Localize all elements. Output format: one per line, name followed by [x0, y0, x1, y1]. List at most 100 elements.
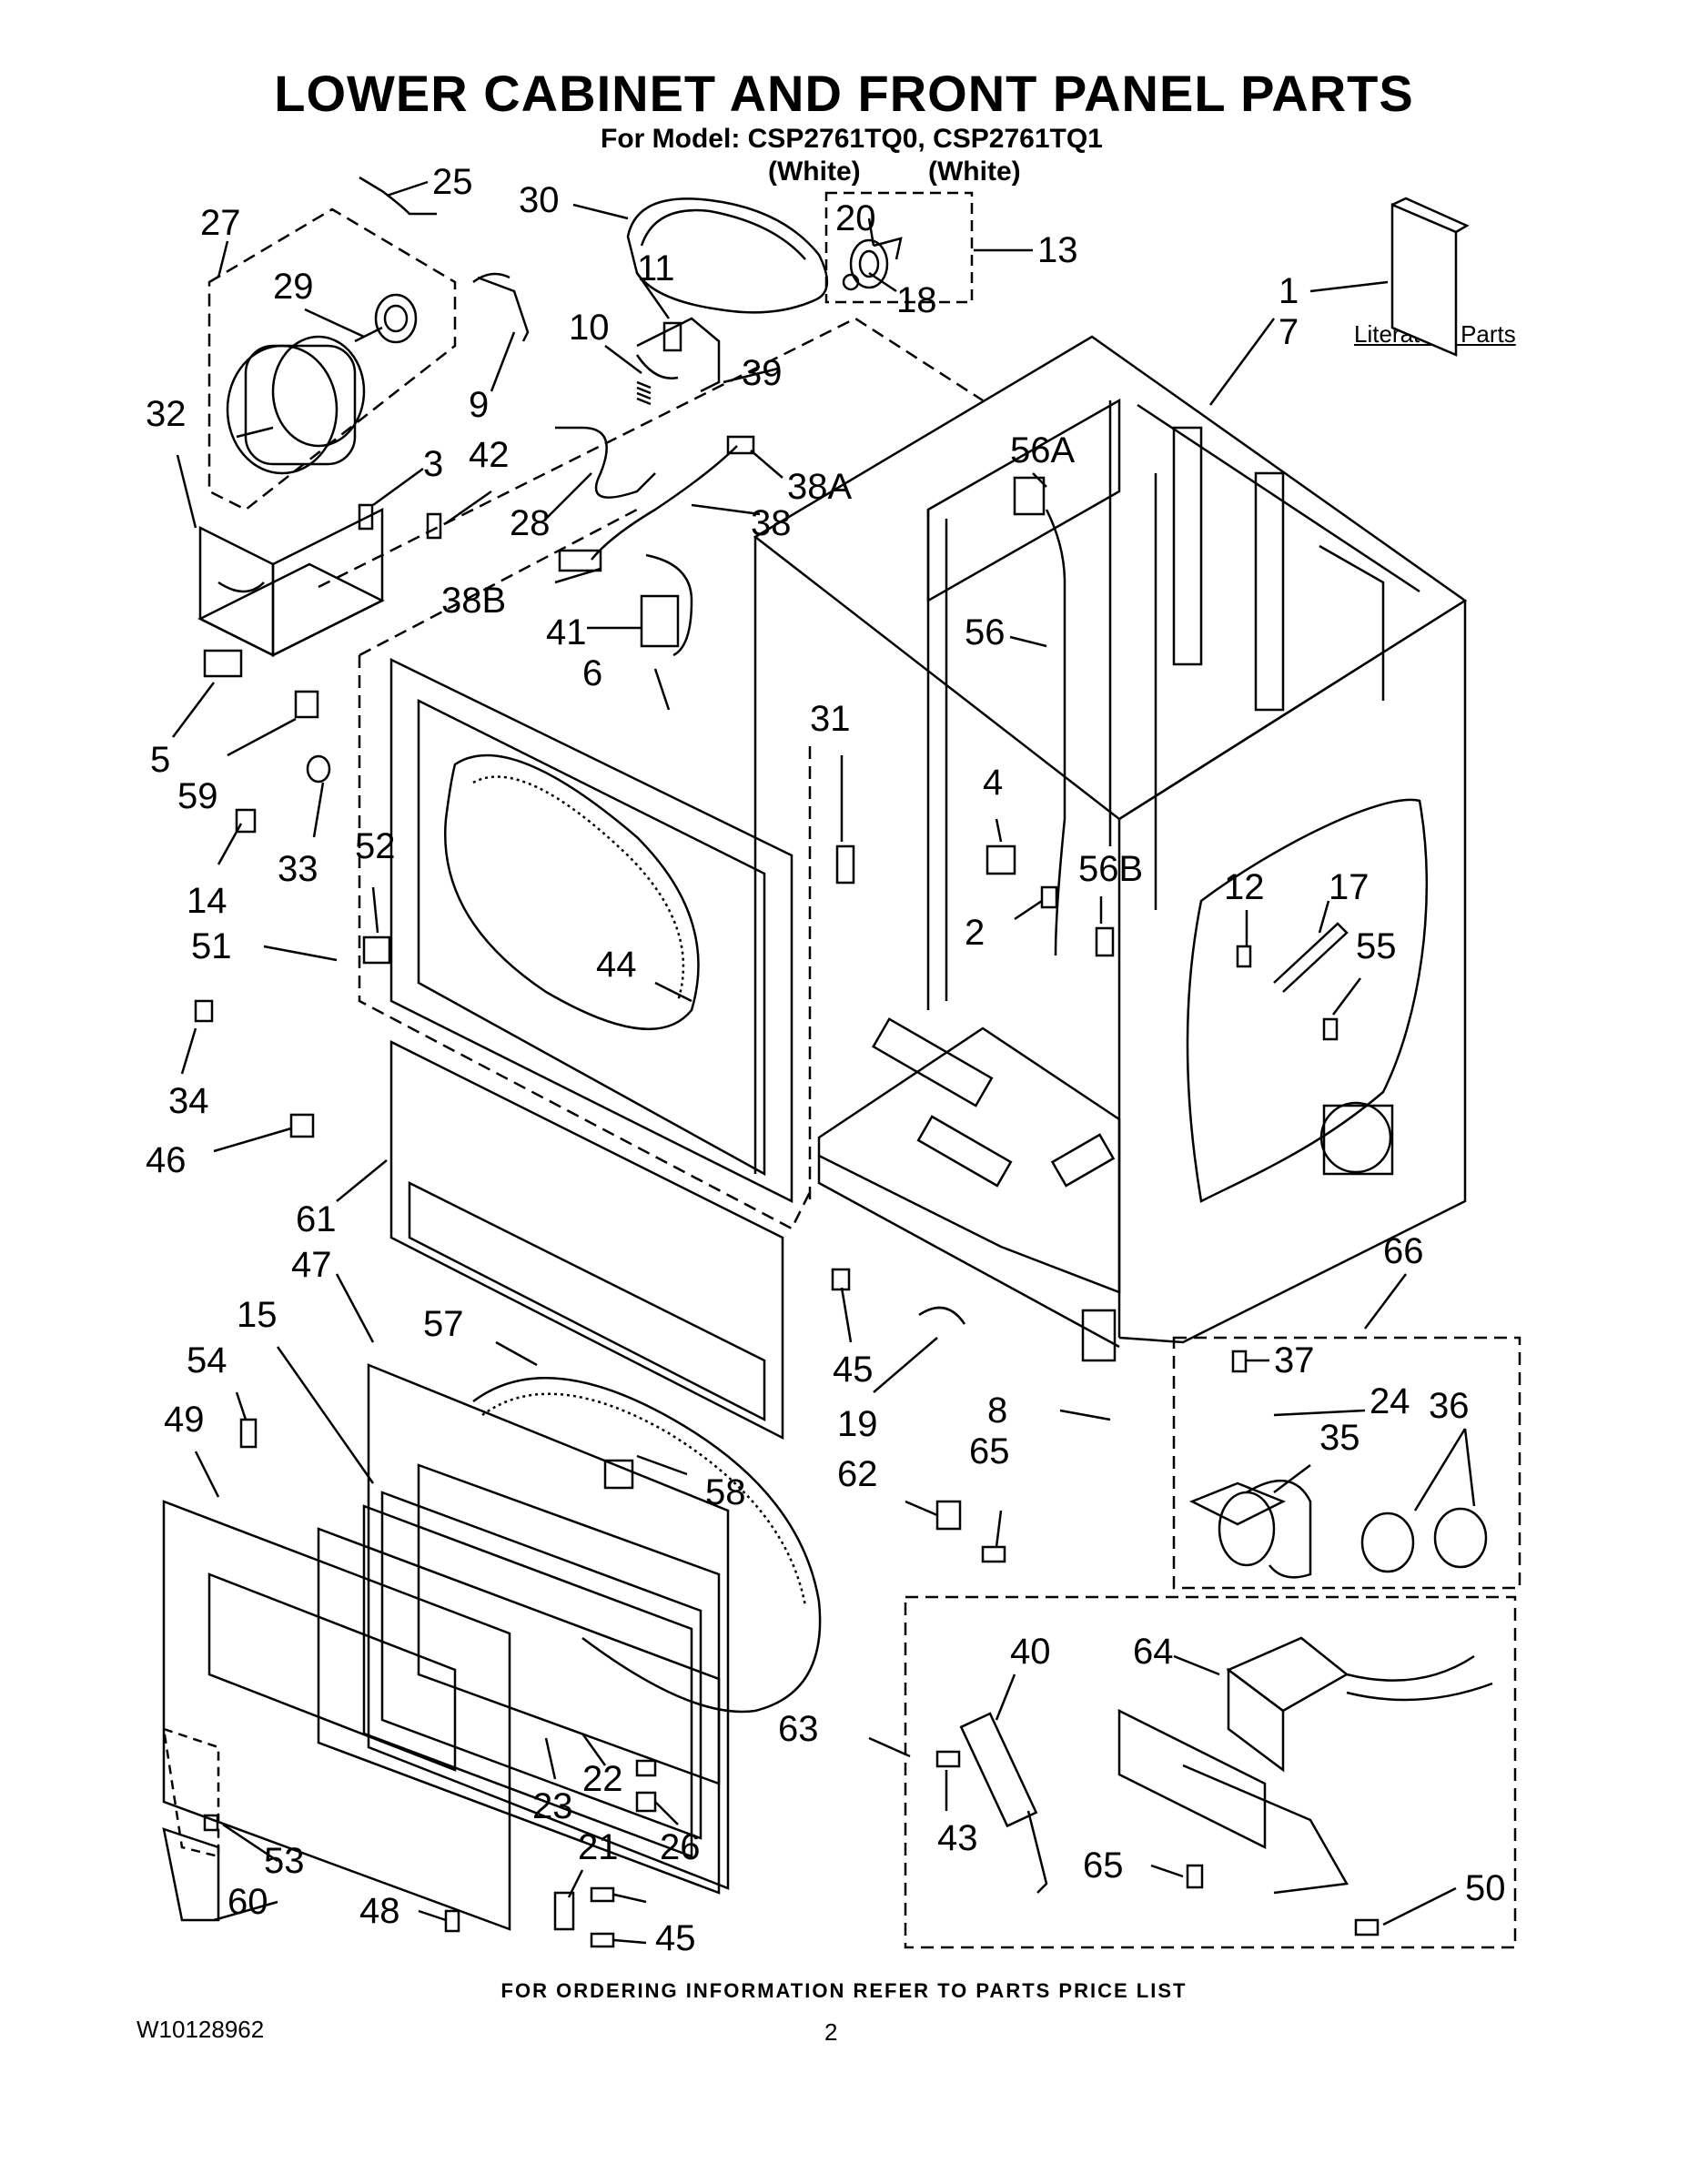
callout: 41: [546, 612, 587, 652]
document-number: W10128962: [136, 2016, 265, 2043]
cabinet-right-wall: [1119, 601, 1465, 1342]
callout: 56B: [1078, 849, 1144, 889]
harness-38: [591, 446, 737, 560]
callout: 20: [835, 198, 876, 238]
connector-38A: [728, 437, 753, 453]
idler-bracket: [637, 318, 719, 391]
callout: 35: [1319, 1418, 1360, 1458]
callout: 6: [582, 653, 603, 693]
idler-pulley: [851, 240, 887, 288]
screw-12: [1238, 946, 1250, 966]
callout: 18: [896, 280, 937, 320]
motor-group-dashed: [209, 209, 455, 510]
callout: 33: [278, 849, 318, 889]
callout: 21: [578, 1827, 619, 1867]
connector-56A: [1015, 478, 1044, 514]
callout: 13: [1037, 230, 1078, 270]
callout: 42: [469, 435, 510, 475]
door-switch: [642, 596, 678, 646]
washer-33: [308, 756, 329, 782]
door-hinge-cover: [164, 1829, 218, 1920]
callout: 14: [187, 881, 227, 921]
callout: 57: [423, 1304, 464, 1344]
drive-motor: [227, 346, 337, 473]
connector-56B: [1097, 928, 1113, 956]
callout: 65: [969, 1431, 1010, 1471]
exhaust-group-dashed: [1174, 1338, 1520, 1588]
literature-booklet: [1392, 205, 1456, 355]
door-catch: [605, 1461, 632, 1488]
callout: 28: [510, 503, 551, 543]
callout: 24: [1370, 1381, 1410, 1421]
pin-53: [205, 1815, 217, 1830]
idler-group-dashed: [826, 193, 972, 302]
variant-label-1: (White): [768, 157, 861, 187]
inner-door-liner: [369, 1365, 728, 1888]
page-title: LOWER CABINET AND FRONT PANEL PARTS: [274, 65, 1414, 122]
sensor-bracket: [961, 1714, 1036, 1826]
door-switch-harness: [646, 555, 692, 655]
callout: 27: [200, 203, 241, 243]
callout: 66: [1383, 1231, 1424, 1271]
exhaust-cover: [1192, 1483, 1283, 1524]
callout: 39: [742, 353, 783, 393]
callout: 44: [596, 945, 637, 985]
callout: 65: [1083, 1845, 1124, 1886]
screw-50: [1356, 1920, 1378, 1935]
front-panel: [391, 660, 792, 1201]
callout: 58: [705, 1472, 746, 1512]
callout: 15: [237, 1295, 278, 1335]
callout: 43: [937, 1818, 978, 1858]
callout: 5: [150, 740, 171, 780]
door-glass: [419, 1465, 719, 1784]
page-number: 2: [824, 2018, 838, 2046]
clip-22: [637, 1761, 655, 1775]
callout: 17: [1329, 867, 1370, 907]
callout: 62: [837, 1454, 878, 1494]
latch-52: [364, 937, 389, 963]
callout: 32: [146, 394, 187, 434]
harness-56: [1046, 510, 1065, 956]
screw-2: [1042, 887, 1056, 907]
callout: 11: [637, 248, 675, 288]
strip-31: [837, 846, 854, 883]
screw-43: [937, 1752, 959, 1766]
screw-45-bottom-b: [591, 1934, 613, 1946]
callout: 2: [965, 913, 986, 953]
motor-clamp: [478, 278, 528, 341]
callout: 53: [264, 1841, 305, 1881]
bracket-17: [1274, 924, 1347, 992]
callout: 31: [810, 699, 851, 739]
callout: 48: [359, 1891, 400, 1931]
callout: 8: [987, 1390, 1008, 1431]
callout: 25: [432, 162, 473, 202]
variant-label-2: (White): [928, 157, 1021, 187]
callout: 60: [227, 1882, 268, 1922]
clip-59: [296, 692, 318, 717]
callout: 50: [1465, 1868, 1506, 1908]
callout: 64: [1133, 1632, 1174, 1672]
callout: 59: [177, 776, 218, 816]
screw-45-bottom-a: [591, 1888, 613, 1901]
connector-38B: [560, 551, 601, 571]
switch-5: [205, 651, 241, 676]
burner-tube: [1119, 1711, 1265, 1847]
vent-cap-1: [1362, 1513, 1413, 1572]
foot-8: [1083, 1310, 1115, 1360]
callout: 34: [168, 1081, 209, 1121]
callout: 45: [833, 1350, 874, 1390]
screw-54: [241, 1420, 256, 1447]
callout: 36: [1429, 1386, 1470, 1426]
motor-pulley: [376, 295, 416, 342]
exhaust-duct: [1219, 1492, 1274, 1565]
callout: 3: [423, 444, 444, 484]
cabinet-base: [819, 1028, 1119, 1292]
screw-42: [428, 514, 440, 538]
burner-group-dashed: [905, 1597, 1515, 1947]
model-line: For Model: CSP2761TQ0, CSP2761TQ1: [601, 124, 1103, 154]
harness-25: [359, 177, 437, 214]
callout: 38: [751, 503, 792, 543]
screw-3: [359, 505, 372, 529]
ordering-note: FOR ORDERING INFORMATION REFER TO PARTS …: [500, 1979, 1188, 2002]
